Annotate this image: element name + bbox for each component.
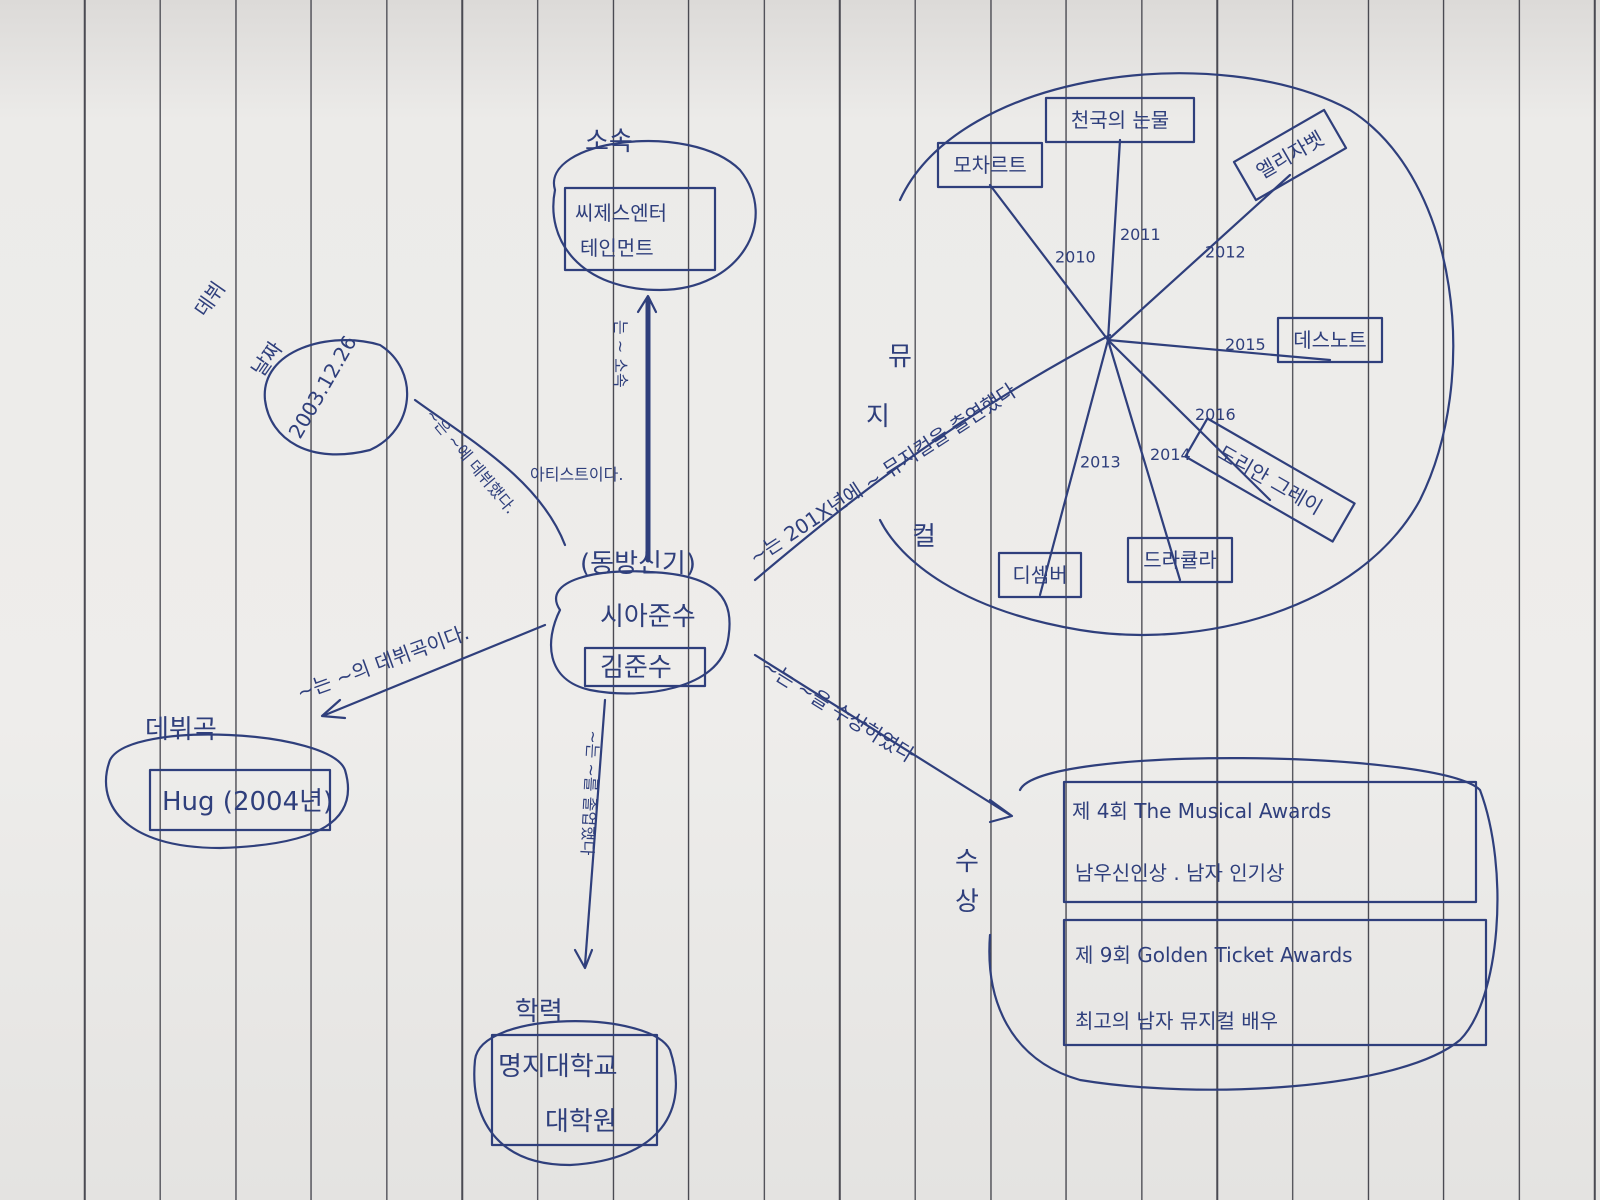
musical-year: 2010 <box>1055 248 1096 267</box>
musical-title: 천국의 눈물 <box>1071 108 1169 132</box>
musical-work-box: 도리안 그레이 <box>1184 417 1356 543</box>
musical-year: 2015 <box>1225 335 1266 354</box>
debut-date-heading-1: 데뷔 <box>189 277 230 321</box>
musical-title: 디셈버 <box>1012 563 1067 587</box>
affiliation-line2: 테인먼트 <box>580 236 654 260</box>
debut-date-value: 2003.12.26 <box>284 331 362 442</box>
musical-title: 드라큘라 <box>1143 548 1217 572</box>
award-2-prize: 최고의 남자 뮤지컬 배우 <box>1075 1009 1278 1033</box>
musical-work-box: 드라큘라 <box>1126 536 1234 584</box>
education-line2: 대학원 <box>545 1107 617 1137</box>
affiliation-line1: 씨제스엔터 <box>575 201 667 225</box>
debut-song-heading: 데뷔곡 <box>145 715 217 745</box>
musical-works: 2010 모차르트 2011 천국의 눈물 2012 엘리자벳 2015 데스노트 2016 도리… <box>936 96 1384 599</box>
musical-work-box: 천국의 눈물 <box>1044 96 1196 144</box>
musical-year: 2011 <box>1120 225 1161 244</box>
affiliation-edge-label-2: 아티스트이다. <box>530 465 623 484</box>
musical-spoke <box>1106 138 1122 342</box>
musical-work-box: 데스노트 <box>1276 316 1384 364</box>
musical-title: 데스노트 <box>1293 328 1367 352</box>
musical-year: 2013 <box>1080 453 1121 472</box>
musical-work-box: 엘리자벳 <box>1232 108 1348 202</box>
musical-heading-3: 컬 <box>912 522 936 552</box>
education-line1: 명지대학교 <box>498 1052 618 1082</box>
musical-spoke <box>1106 338 1272 502</box>
affiliation-node: 소속 씨제스엔터 테인먼트 는 ~ 소속 아티스트이다. <box>530 127 757 563</box>
musical-title: 모차르트 <box>953 153 1027 177</box>
affiliation-edge-label-1: 는 ~ 소속 <box>611 320 630 388</box>
award-1-prize: 남우신인상 . 남자 인기상 <box>1075 861 1284 885</box>
center-stage-name: 시아준수 <box>600 602 696 632</box>
musical-year: 2012 <box>1205 243 1246 262</box>
education-edge-label: ~는 ~를 졸업했다 <box>577 730 603 856</box>
awards-heading-1: 수 <box>955 847 979 877</box>
awards-heading-2: 상 <box>955 887 979 917</box>
awards-node: ~는 ~을 수상하였다 수 상 제 4회 The Musical Awards … <box>753 654 1499 1091</box>
awards-edge-label: ~는 ~을 수상하였다 <box>757 654 918 767</box>
center-name: 김준수 <box>600 653 672 683</box>
musical-spoke <box>1106 338 1332 362</box>
education-node: 학력 명지대학교 대학원 ~는 ~를 졸업했다 <box>473 698 678 1167</box>
musical-heading-2: 지 <box>866 402 890 432</box>
center-group: (동방신기) <box>580 549 696 579</box>
award-2-event: 제 9회 Golden Ticket Awards <box>1075 943 1353 967</box>
musical-year: 2016 <box>1195 405 1236 424</box>
award-1-event: 제 4회 The Musical Awards <box>1072 799 1331 823</box>
debut-date-edge-label: ~은 ~에 데뷔했다. <box>422 405 520 517</box>
musical-heading-1: 뮤 <box>888 342 912 372</box>
musical-node: 뮤 지 컬 ~는 201X년에 ~ 뮤지컬을 출연했다 2010모차르트2011… <box>745 72 1455 636</box>
musical-work-box: 디셈버 <box>997 551 1083 599</box>
center-node: (동방신기) 시아준수 김준수 <box>549 549 731 695</box>
musical-year: 2014 <box>1150 445 1191 464</box>
musical-spoke <box>1106 173 1292 342</box>
debut-date-heading-2: 날짜 <box>246 337 287 381</box>
musical-work-box: 모차르트 <box>936 141 1044 189</box>
debut-date-node: 데뷔 날짜 2003.12.26 ~은 ~에 데뷔했다. <box>189 277 567 547</box>
musical-spoke <box>1106 338 1182 582</box>
musical-title: 도리안 그레이 <box>1213 440 1326 519</box>
musical-spoke <box>988 183 1110 342</box>
debut-song-value: Hug (2004년) <box>162 787 333 817</box>
debut-song-node: 데뷔곡 Hug (2004년) ~는 ~의 데뷔곡이다. <box>104 620 547 850</box>
